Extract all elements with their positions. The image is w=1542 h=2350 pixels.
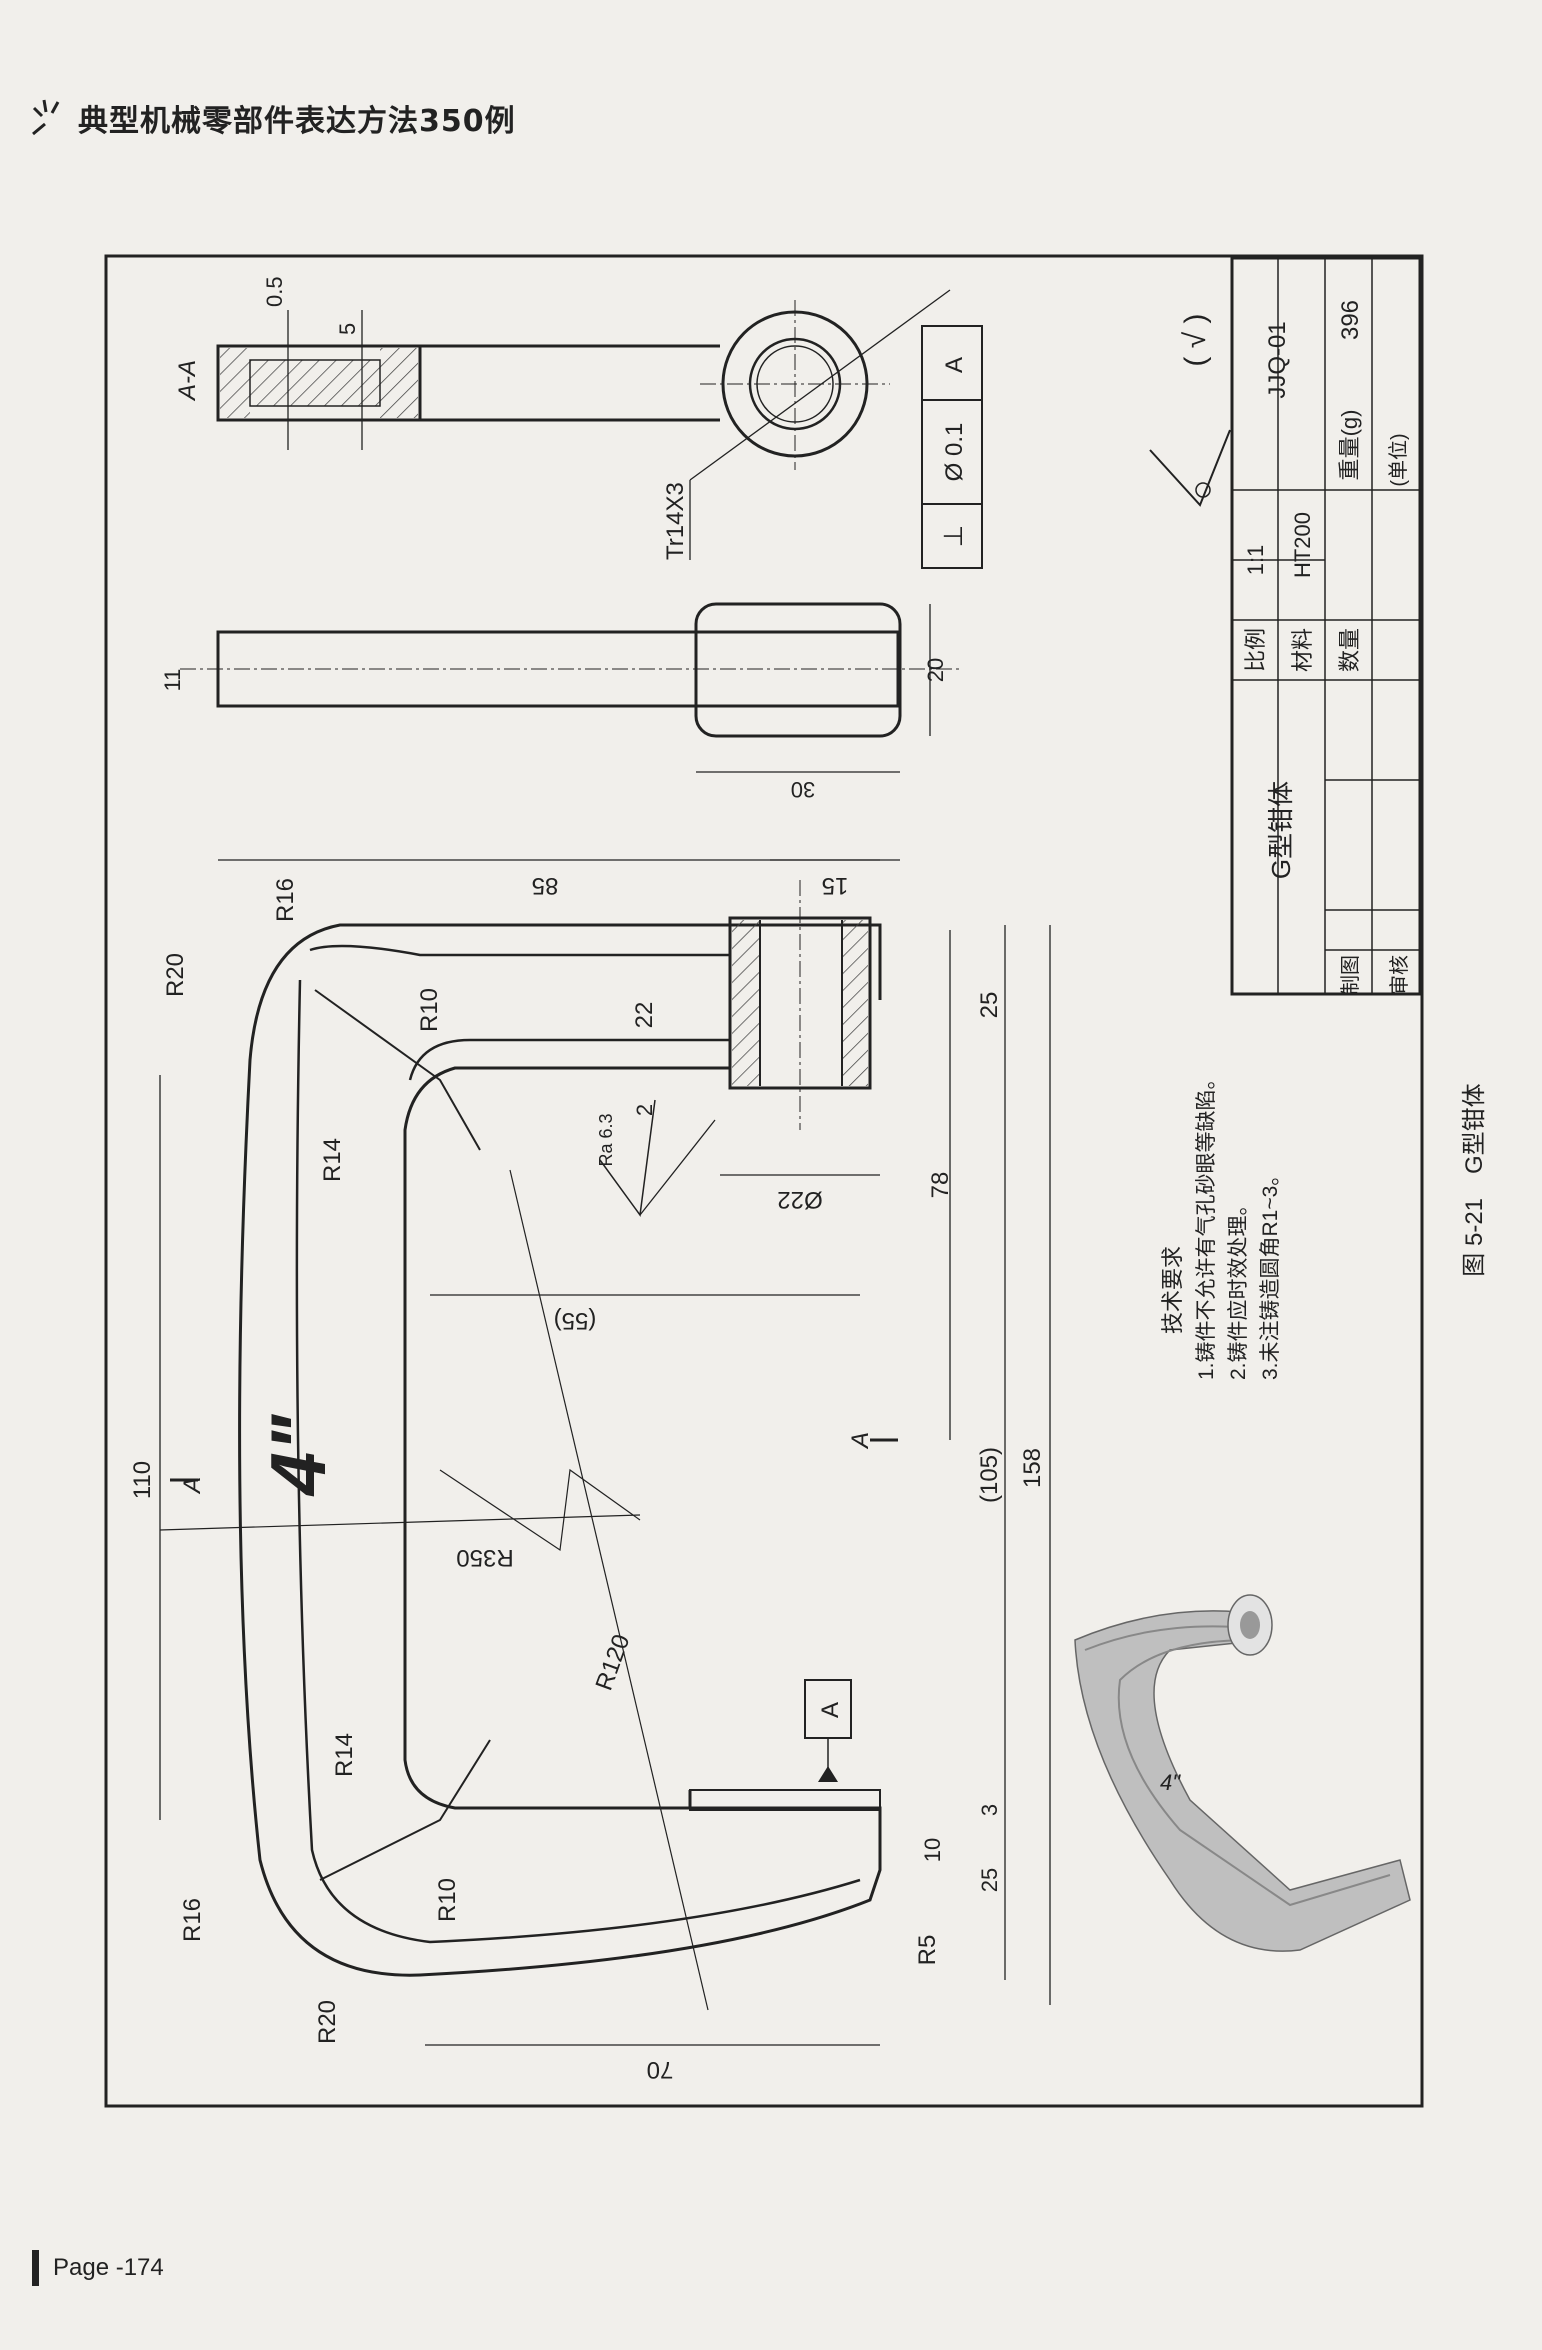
render-mark: 4" [1160, 1770, 1181, 1795]
dim-105: (105) [976, 1447, 1003, 1503]
tb-scale-label: 比例 [1243, 628, 1268, 672]
dim-R20b: R20 [314, 2000, 341, 2044]
dim-55: (55) [554, 1307, 597, 1334]
tb-drawing-no: JJQ-01 [1264, 321, 1291, 398]
dim-70: 70 [647, 2056, 674, 2083]
section-a-a-view: A-A 0.5 5 Tr14X3 A Ø 0.1 [174, 276, 983, 569]
book-title: 典型机械零部件表达方法350例 [78, 104, 516, 139]
isometric-render: 4" [1074, 1594, 1411, 1952]
dim-2: 2 [632, 1104, 657, 1116]
tech-item-1: 1.铸件不允许有气孔砂眼等缺陷。 [1195, 1068, 1218, 1380]
dim-phi22: Ø22 [777, 1186, 822, 1213]
dim-R14b: R14 [331, 1733, 358, 1777]
tb-qty-label: 数量 [1337, 628, 1362, 672]
tb-part-name: G型钳体 [1266, 781, 1296, 879]
tb-drawn-label: 制图 [1339, 955, 1362, 995]
page-header: 典型机械零部件表达方法350例 [30, 78, 516, 158]
cut-label-right: A [847, 1432, 874, 1450]
tolerance-symbol: ⊥ [938, 525, 968, 548]
dim-110: 110 [129, 1461, 156, 1499]
dim-R16a: R16 [272, 878, 299, 922]
tb-checked-label: 审核 [1388, 955, 1411, 995]
surface-note: ( √ ) [1149, 313, 1231, 507]
figure-caption: 图 5-21 G型钳体 [1461, 1083, 1488, 1276]
dim-30: 30 [791, 777, 815, 802]
dim-0-5: 0.5 [262, 276, 287, 307]
footer-bar [32, 2250, 39, 2286]
dim-roughness: Ra 6.3 [596, 1113, 616, 1166]
surface-note-text: ( √ ) [1179, 313, 1212, 366]
dim-R16b: R16 [179, 1898, 206, 1942]
dim-20: 20 [923, 658, 948, 682]
main-front-view: 4" A A A Ra 6.3 85 15 [129, 859, 1051, 2083]
drawing-frame [104, 254, 1424, 2108]
dim-22: 22 [631, 1002, 658, 1029]
dim-R10a: R10 [416, 988, 443, 1032]
title-block: JJQ-01 396 重量(g) (单位) 1:1 HT200 比例 材料 数量… [1230, 256, 1422, 996]
datum-label: A [817, 1702, 844, 1718]
dim-11: 11 [160, 669, 185, 692]
dim-R350: R350 [456, 1544, 513, 1571]
section-label: A-A [174, 360, 201, 402]
tb-material-label: 材料 [1290, 628, 1315, 672]
tb-material-value: HT200 [1290, 512, 1315, 578]
side-view: 11 20 30 [160, 602, 960, 802]
part-mark: 4" [254, 1414, 342, 1497]
tb-unit: (单位) [1387, 433, 1410, 486]
dim-R120: R120 [590, 1631, 635, 1694]
dim-15: 15 [822, 872, 849, 899]
tolerance-datum: A [941, 357, 968, 373]
dim-25b: 25 [977, 1868, 1002, 1892]
tolerance-value: Ø 0.1 [941, 423, 968, 482]
dim-5: 5 [335, 323, 360, 335]
dim-25a: 25 [976, 992, 1003, 1019]
tb-weight-value: 396 [1337, 300, 1364, 340]
tb-scale-value: 1:1 [1243, 545, 1268, 576]
tech-item-2: 2.铸件应时效处理。 [1227, 1194, 1250, 1380]
dim-R5: R5 [914, 1935, 941, 1966]
page-footer: Page -174 [32, 2248, 164, 2288]
dim-10: 10 [920, 1838, 945, 1862]
dim-3: 3 [977, 1804, 1002, 1816]
dim-R10b: R10 [434, 1878, 461, 1922]
dim-78: 78 [927, 1172, 954, 1199]
tb-weight-label: 重量(g) [1337, 410, 1362, 481]
page-number: Page -174 [53, 2254, 164, 2281]
dim-R14a: R14 [319, 1138, 346, 1182]
spark-icon [32, 99, 60, 136]
dim-R20a: R20 [162, 953, 189, 997]
tech-requirements: 技术要求 1.铸件不允许有气孔砂眼等缺陷。 2.铸件应时效处理。 3.未注铸造圆… [1160, 1068, 1282, 1380]
tech-heading: 技术要求 [1160, 1246, 1185, 1334]
dim-158: 158 [1019, 1448, 1046, 1488]
dim-thread: Tr14X3 [662, 482, 689, 560]
tech-item-3: 3.未注铸造圆角R1~3。 [1259, 1165, 1282, 1380]
dim-85: 85 [532, 872, 559, 899]
cut-label-left: A [179, 1477, 206, 1495]
